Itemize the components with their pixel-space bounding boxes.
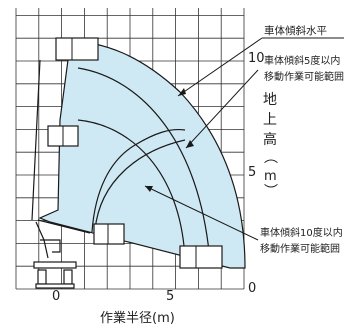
- x-tick-5: 5: [166, 289, 174, 304]
- svg-text:m: m: [264, 169, 277, 184]
- label-tilt5-line2: 移動作業可能範囲: [264, 70, 344, 83]
- y-axis-label: 地 上 高 ︵ m ︶: [263, 92, 278, 200]
- label-tilt10-line1: 車体傾斜10度以内: [260, 226, 343, 239]
- svg-text:高: 高: [263, 131, 277, 148]
- leader-tilt10: [144, 185, 259, 241]
- work-envelope: [38, 39, 246, 269]
- arrow-tilt10: [145, 186, 153, 192]
- arrow-horizontal: [178, 88, 186, 96]
- leader-horizontal: [177, 37, 263, 97]
- svg-text:︶: ︶: [264, 184, 278, 200]
- y-tick-5: 5: [248, 165, 256, 180]
- svg-text:︵: ︵: [264, 150, 278, 166]
- svg-text:地: 地: [263, 92, 277, 108]
- label-horizontal: 車体傾斜水平: [264, 24, 327, 37]
- arc-inner: [94, 139, 186, 231]
- arc-tilt5: [77, 67, 211, 263]
- label-tilt10-line2: 移動作業可能範囲: [260, 242, 340, 255]
- x-tick-0: 0: [52, 289, 60, 304]
- y-tick-10: 10: [248, 51, 265, 66]
- label-tilt5-line1: 車体傾斜5度以内: [264, 54, 340, 67]
- arc-tilt10: [77, 119, 186, 259]
- leader-tilt5: [185, 69, 259, 149]
- bucket-low: [93, 223, 125, 245]
- arrow-tilt5: [186, 140, 194, 148]
- vehicle: [33, 221, 77, 289]
- boom-outline: [31, 59, 91, 234]
- y-tick-0: 0: [248, 281, 256, 296]
- x-axis-label: 作業半径(m): [100, 310, 175, 326]
- bucket-top: [55, 37, 99, 61]
- svg-text:上: 上: [263, 112, 277, 128]
- bucket-far: [179, 245, 223, 269]
